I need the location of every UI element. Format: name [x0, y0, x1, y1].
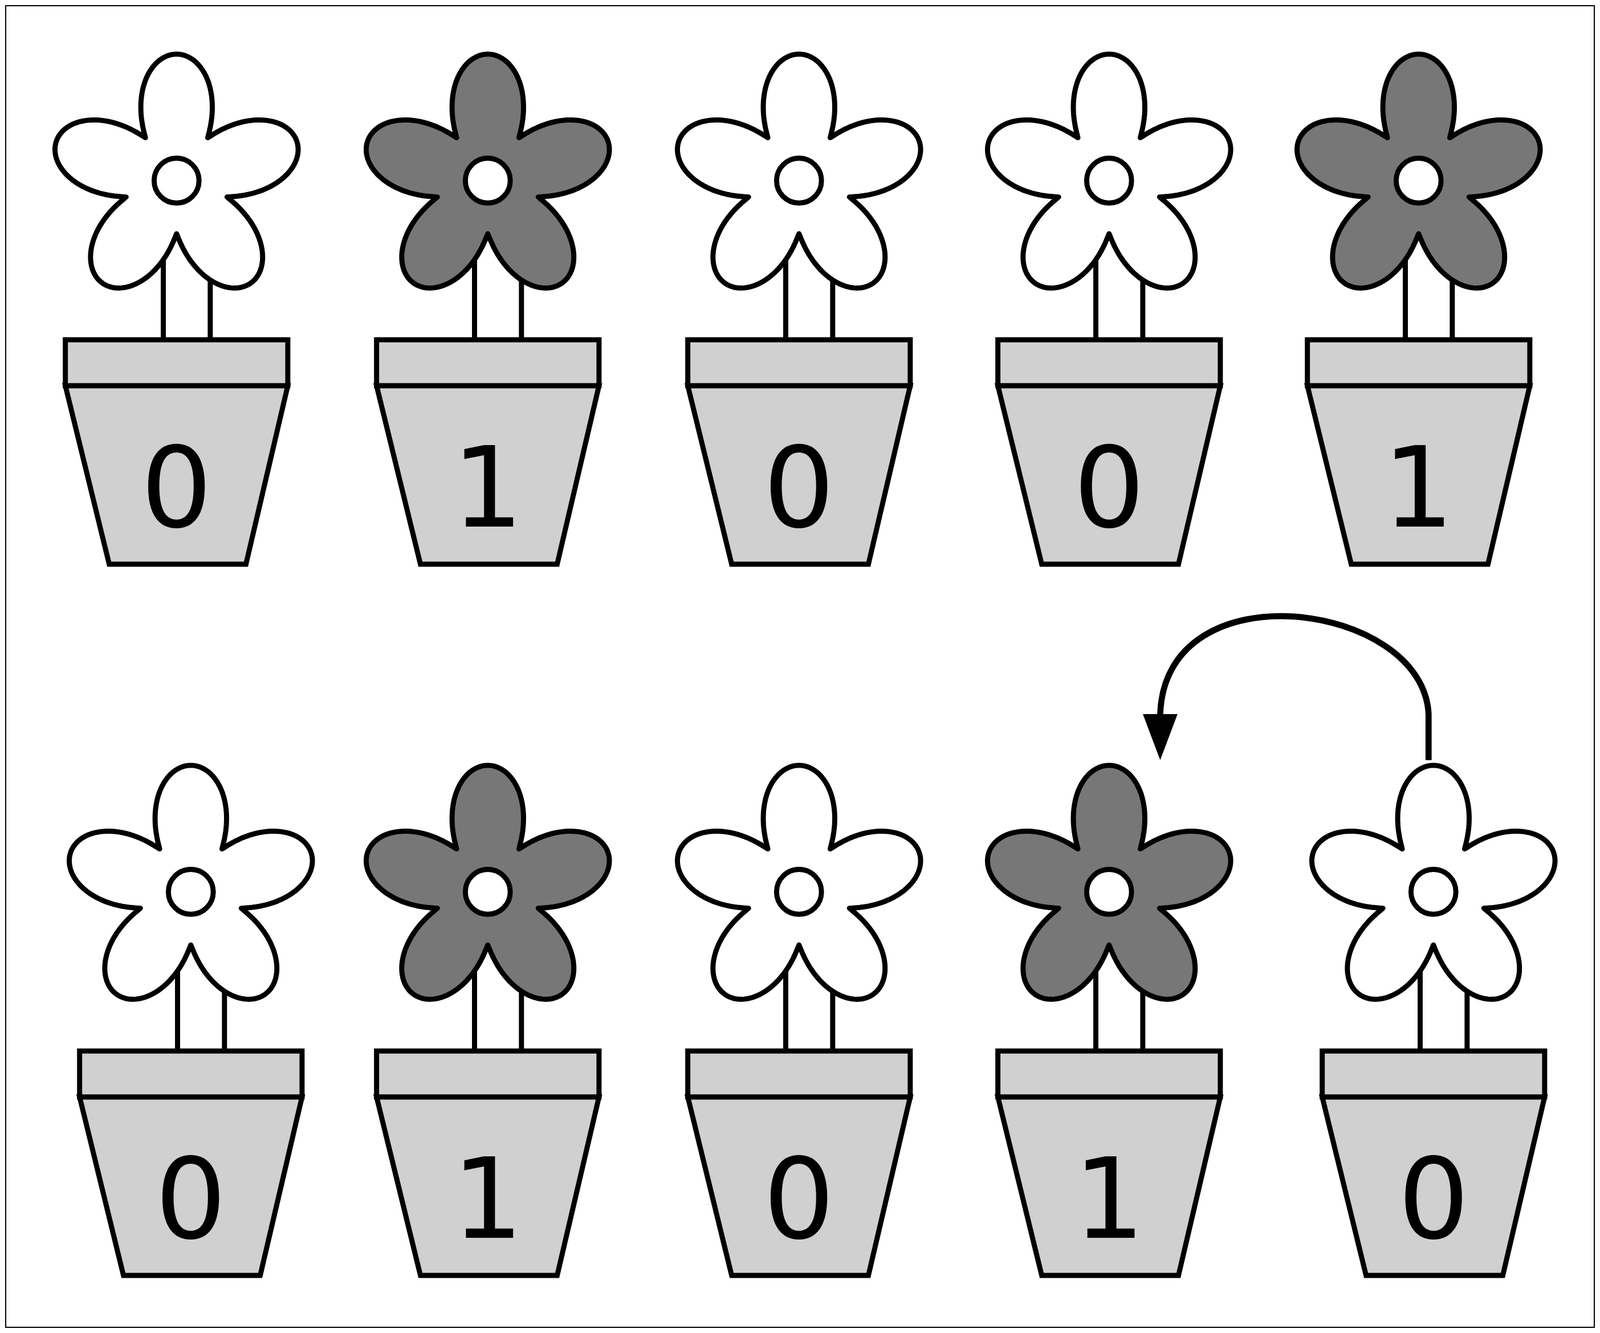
flower-pot: 0 — [981, 49, 1237, 570]
flower-pot: 0 — [671, 760, 927, 1281]
pot-number: 0 — [671, 1096, 927, 1276]
flower-pot: 0 — [671, 49, 927, 570]
pot-number: 0 — [671, 385, 927, 565]
flower-pot: 1 — [981, 760, 1237, 1281]
pot-number: 1 — [1291, 385, 1547, 565]
pot-number: 0 — [981, 385, 1237, 565]
curved-arrow — [1142, 616, 1429, 761]
pot-number: 0 — [63, 1096, 319, 1276]
flower-pot: 1 — [360, 49, 616, 570]
flower-pot: 1 — [360, 760, 616, 1281]
pot-number: 1 — [360, 385, 616, 565]
flower-pot: 0 — [1305, 760, 1562, 1281]
pot-number: 0 — [1305, 1096, 1562, 1276]
pot-number: 0 — [49, 385, 305, 565]
flower-pot: 0 — [49, 49, 305, 570]
pot-number: 1 — [981, 1096, 1237, 1276]
flower-pot: 0 — [63, 760, 319, 1281]
pot-number: 1 — [360, 1096, 616, 1276]
flower-pot: 1 — [1291, 49, 1547, 570]
